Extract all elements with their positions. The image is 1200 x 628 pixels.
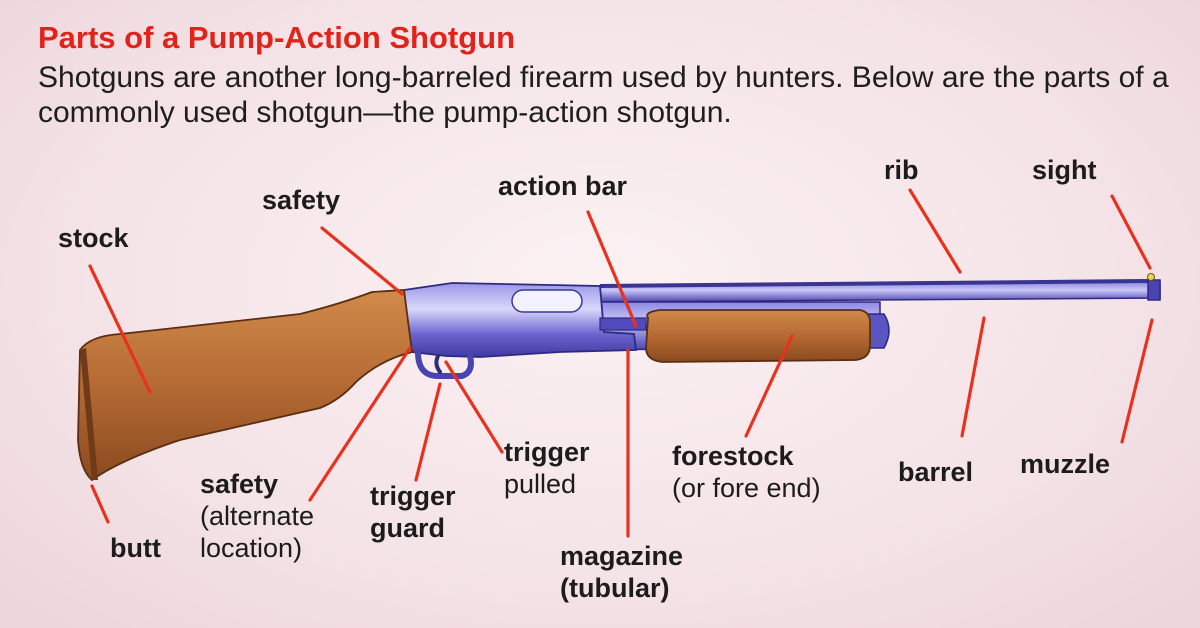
label-rib: rib	[884, 155, 919, 185]
rib	[600, 279, 1150, 288]
trigger	[434, 354, 442, 374]
leader-butt	[90, 484, 110, 524]
label-stock: stock	[58, 223, 129, 253]
label-butt: butt	[110, 533, 161, 563]
leader-action-bar	[586, 210, 638, 328]
label-action-bar: action bar	[498, 171, 628, 201]
leader-stock	[88, 264, 152, 394]
ejection-port	[511, 289, 583, 313]
leader-forestock	[744, 334, 794, 438]
leader-barrel	[960, 316, 986, 438]
trigger-guard	[415, 349, 474, 379]
stock	[77, 289, 413, 482]
label-safety-alt: safety (alternate location)	[200, 469, 315, 563]
label-safety: safety	[262, 185, 341, 215]
leader-trigger-pulled	[444, 360, 504, 454]
intro-text: Shotguns are another long-barreled firea…	[38, 61, 1169, 129]
leader-trigger-guard	[414, 382, 442, 482]
label-muzzle: muzzle	[1020, 449, 1111, 479]
muzzle-end	[1147, 279, 1161, 301]
leader-safety-alt	[308, 346, 412, 502]
label-trigger-guard: trigger guard	[370, 481, 456, 543]
butt-pad	[80, 348, 98, 480]
label-forestock: forestock (or fore end)	[672, 441, 821, 503]
action-bar	[599, 317, 647, 331]
forestock	[645, 309, 871, 363]
label-magazine: magazine (tubular)	[560, 541, 684, 603]
diagram-title: Parts of a Pump-Action Shotgun	[38, 20, 516, 55]
label-trigger-pulled: trigger pulled	[504, 437, 590, 499]
leader-sight	[1110, 194, 1152, 270]
label-sight: sight	[1032, 155, 1097, 185]
label-barrel: barrel	[898, 457, 974, 487]
leader-rib	[908, 188, 962, 274]
leader-safety	[320, 226, 404, 296]
magazine-cap	[867, 313, 890, 349]
leader-muzzle	[1120, 318, 1154, 444]
front-sight	[1147, 273, 1155, 281]
